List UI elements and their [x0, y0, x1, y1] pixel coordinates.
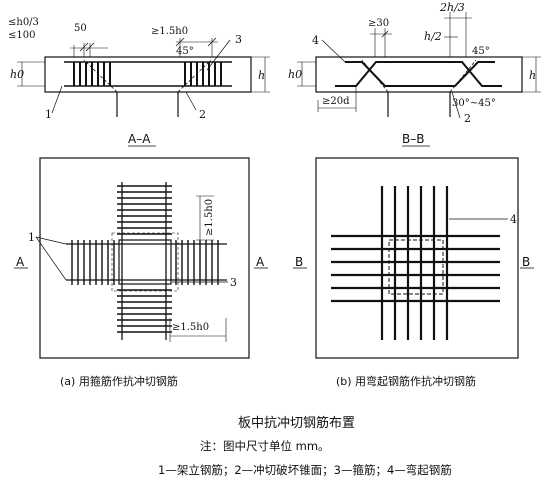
label-h0: h0	[10, 68, 24, 81]
punching-cone	[361, 59, 477, 93]
panel-frame	[315, 157, 519, 359]
dim-1-5h0: ≥1.5h0	[151, 26, 188, 37]
dim-30: ≥30	[368, 18, 389, 29]
column-outline	[116, 92, 179, 117]
caption-b: (b) 用弯起钢筋作抗冲切钢筋	[336, 375, 477, 388]
plan-bent-bars: B B 4	[293, 157, 534, 359]
angle-45: 45°	[176, 46, 194, 57]
angle-30-45: 30°~45°	[452, 98, 496, 109]
stirrups-right	[184, 62, 222, 86]
slab-outline	[315, 56, 523, 93]
slab-outline	[44, 56, 252, 93]
section-label-b-b: B–B	[402, 132, 424, 146]
callout-2: 2	[199, 108, 206, 121]
section-marker-b-right: B	[522, 255, 530, 269]
section-a-a: ≤h0/3 ≤100 50 ≥1.5h0 45° h0 h 1 2 3 A–A	[8, 17, 270, 147]
stirrup-strip-vertical	[121, 182, 167, 340]
section-marker-a-right: A	[256, 255, 265, 269]
dim-50: 50	[74, 23, 87, 34]
section-marker-a-left: A	[16, 255, 25, 269]
plan-stirrups: ≥1.5h0 ≥1.5h0 A A 1 3	[14, 157, 268, 359]
dim-vertical-1-5h0: ≥1.5h0	[204, 199, 215, 236]
section-b-b: ≥30 2h/3 h/2 45° 30°~45° ≥20d h0 h 4 2 B…	[288, 1, 541, 147]
bent-bars-horizontal	[331, 234, 500, 303]
dim-horizontal-1-5h0: ≥1.5h0	[172, 322, 209, 333]
callout-3: 3	[235, 33, 242, 46]
callout-3: 3	[230, 276, 237, 289]
section-marker-b-left: B	[295, 255, 303, 269]
panel-frame	[39, 157, 250, 359]
dim-spacing-h0: ≤h0/3	[8, 17, 39, 28]
section-label-a-a: A–A	[128, 132, 151, 146]
callout-4: 4	[510, 213, 517, 226]
label-h: h	[258, 69, 265, 82]
callout-2: 2	[464, 112, 471, 125]
figure-title: 板中抗冲切钢筋布置	[238, 416, 356, 431]
dim-2h-3: 2h/3	[439, 1, 465, 14]
column-outline	[387, 92, 451, 117]
callout-1: 1	[28, 231, 35, 244]
angle-45: 45°	[472, 46, 490, 57]
column-plan	[388, 239, 444, 295]
bent-bars	[335, 61, 502, 87]
figure-note: 注：图中尺寸单位 mm。	[200, 439, 330, 453]
callout-4: 4	[312, 34, 319, 47]
label-h0: h0	[288, 68, 302, 81]
caption-a: (a) 用箍筋作抗冲切钢筋	[60, 375, 178, 388]
dim-h-2: h/2	[424, 30, 442, 43]
column-plan	[118, 239, 172, 285]
figure-legend: 1—架立钢筋；2—冲切破坏锥面；3—箍筋；4—弯起钢筋	[158, 463, 452, 477]
label-h: h	[529, 69, 536, 82]
anchorage-20d: ≥20d	[322, 96, 350, 107]
dim-spacing-100: ≤100	[8, 30, 35, 41]
stirrups-left	[73, 62, 111, 86]
callout-1: 1	[45, 108, 52, 121]
